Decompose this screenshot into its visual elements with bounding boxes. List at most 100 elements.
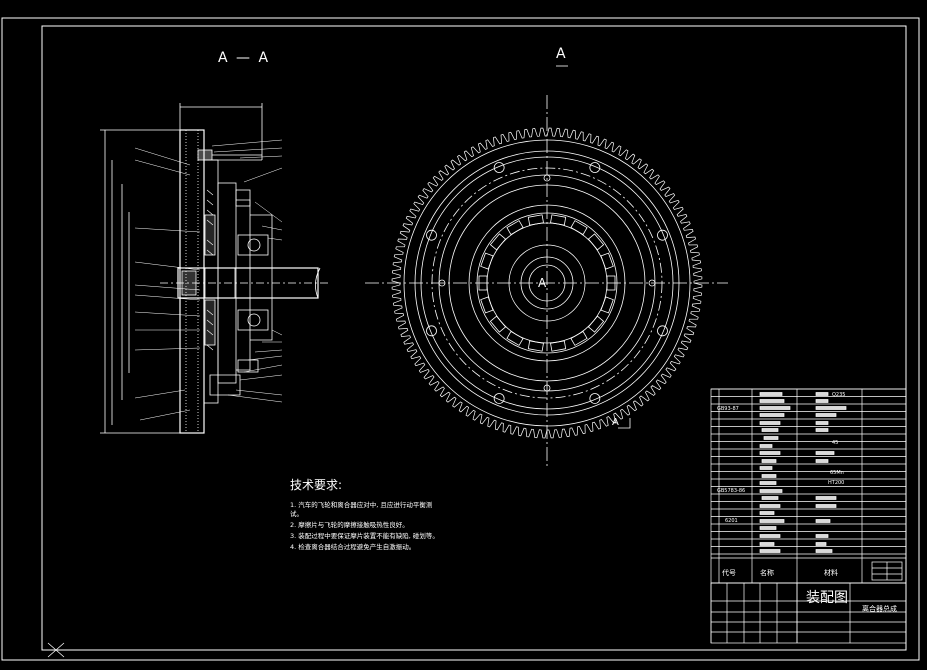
bolt-circle (431, 167, 663, 399)
parts-list-text (759, 526, 777, 530)
part-code: GB93-87 (717, 406, 739, 412)
tech-requirement-item: 4. 检查离合器结合过程避免产生自激振动。 (290, 543, 416, 551)
spring-window (506, 220, 524, 236)
section-label: A — A (218, 50, 271, 66)
parts-list-text (761, 428, 779, 432)
spring-window (527, 214, 544, 226)
concentric-circle (476, 212, 618, 354)
view-label: A (556, 46, 568, 62)
concentric-circle (508, 244, 586, 322)
parts-list-text (815, 399, 829, 403)
parts-list-text (759, 489, 783, 493)
parts-list-text (815, 428, 829, 432)
pin-hole (438, 279, 446, 287)
tech-requirement-item: 2. 摩擦片与飞轮的摩擦接触吸热性良好。 (290, 521, 409, 529)
center-label: A (538, 276, 547, 290)
spring-window (527, 340, 544, 352)
part-code: GB5783-86 (717, 488, 746, 494)
part-material: 65Mn (830, 470, 844, 476)
tech-requirements-title: 技术要求: (290, 478, 343, 492)
parts-list-text (759, 466, 773, 470)
title-block (710, 388, 907, 644)
sheet-corner-mark (42, 642, 90, 658)
parts-list-text (815, 504, 837, 508)
bolt-hole (657, 229, 668, 241)
bolt-hole (589, 393, 601, 404)
tech-requirement-item: 3. 装配过程中要保证摩片装置不能有缺陷, 碰划等。 (290, 532, 439, 540)
spring-window (489, 233, 507, 251)
spring-window (480, 296, 494, 314)
section-arrow (618, 418, 631, 429)
concentric-circle (448, 184, 646, 382)
part-material: HT200 (828, 480, 845, 486)
section-arrow-label: A (612, 417, 619, 428)
parts-list-text (759, 534, 781, 538)
concentric-circle (420, 156, 674, 410)
bolt-hole (589, 162, 601, 173)
spring-window (489, 315, 507, 333)
spring-window (478, 275, 488, 291)
header-material: 材料 (824, 569, 838, 577)
parts-list-text (815, 496, 837, 500)
spring-window (600, 296, 614, 314)
pin-hole (543, 384, 551, 392)
parts-list-text (759, 421, 781, 425)
parts-list-text (759, 399, 785, 403)
header-code: 代号 (722, 569, 736, 577)
bolt-hole (493, 162, 505, 173)
spring-window (587, 233, 605, 251)
spring-window (550, 214, 567, 226)
spring-window (606, 275, 616, 291)
part-material: Q235 (832, 392, 846, 398)
parts-list-text (815, 392, 829, 396)
inner-border (41, 25, 907, 651)
pin-hole (543, 174, 551, 182)
part-material: 45 (832, 440, 839, 446)
parts-list-text (815, 534, 829, 538)
concentric-circle (414, 150, 680, 416)
parts-list-text (759, 406, 791, 410)
parts-list-text (759, 413, 785, 417)
section-view-aa (100, 103, 330, 434)
front-view-a (365, 65, 728, 467)
parts-list-text (815, 459, 829, 463)
parts-list-text (815, 451, 835, 455)
parts-list-text (763, 436, 779, 440)
bolt-hole (426, 229, 437, 241)
header-name: 名称 (760, 569, 774, 577)
spring-window (600, 252, 614, 270)
parts-list-text (759, 511, 775, 515)
spring-window (570, 220, 588, 236)
drawing-name: 离合器总成 (862, 605, 897, 613)
parts-list-text (759, 392, 783, 396)
bolt-hole (493, 393, 505, 404)
spring-window (587, 315, 605, 333)
parts-list-text (759, 549, 781, 553)
parts-list-text (761, 496, 779, 500)
parts-list-text (815, 406, 847, 410)
bolt-hole (657, 325, 668, 337)
ring-gear-teeth (391, 127, 703, 439)
spring-window (570, 330, 588, 346)
parts-list-text (759, 451, 781, 455)
parts-list-text (815, 519, 831, 523)
spring-window (506, 330, 524, 346)
parts-list-text (815, 549, 833, 553)
part-code: 6201 (725, 518, 738, 524)
parts-list-text (759, 444, 773, 448)
parts-list-text (815, 542, 827, 546)
drawing-type: 装配图 (806, 590, 848, 606)
parts-list-text (761, 474, 777, 478)
concentric-circle (468, 204, 626, 362)
spring-window (550, 340, 567, 352)
parts-list-text (759, 481, 777, 485)
parts-list-text (759, 504, 781, 508)
parts-list-text (815, 413, 837, 417)
parts-list-text (815, 421, 829, 425)
concentric-circle (520, 256, 574, 310)
bolt-hole (426, 325, 437, 337)
spring-window (480, 252, 494, 270)
outer-border (1, 17, 920, 661)
